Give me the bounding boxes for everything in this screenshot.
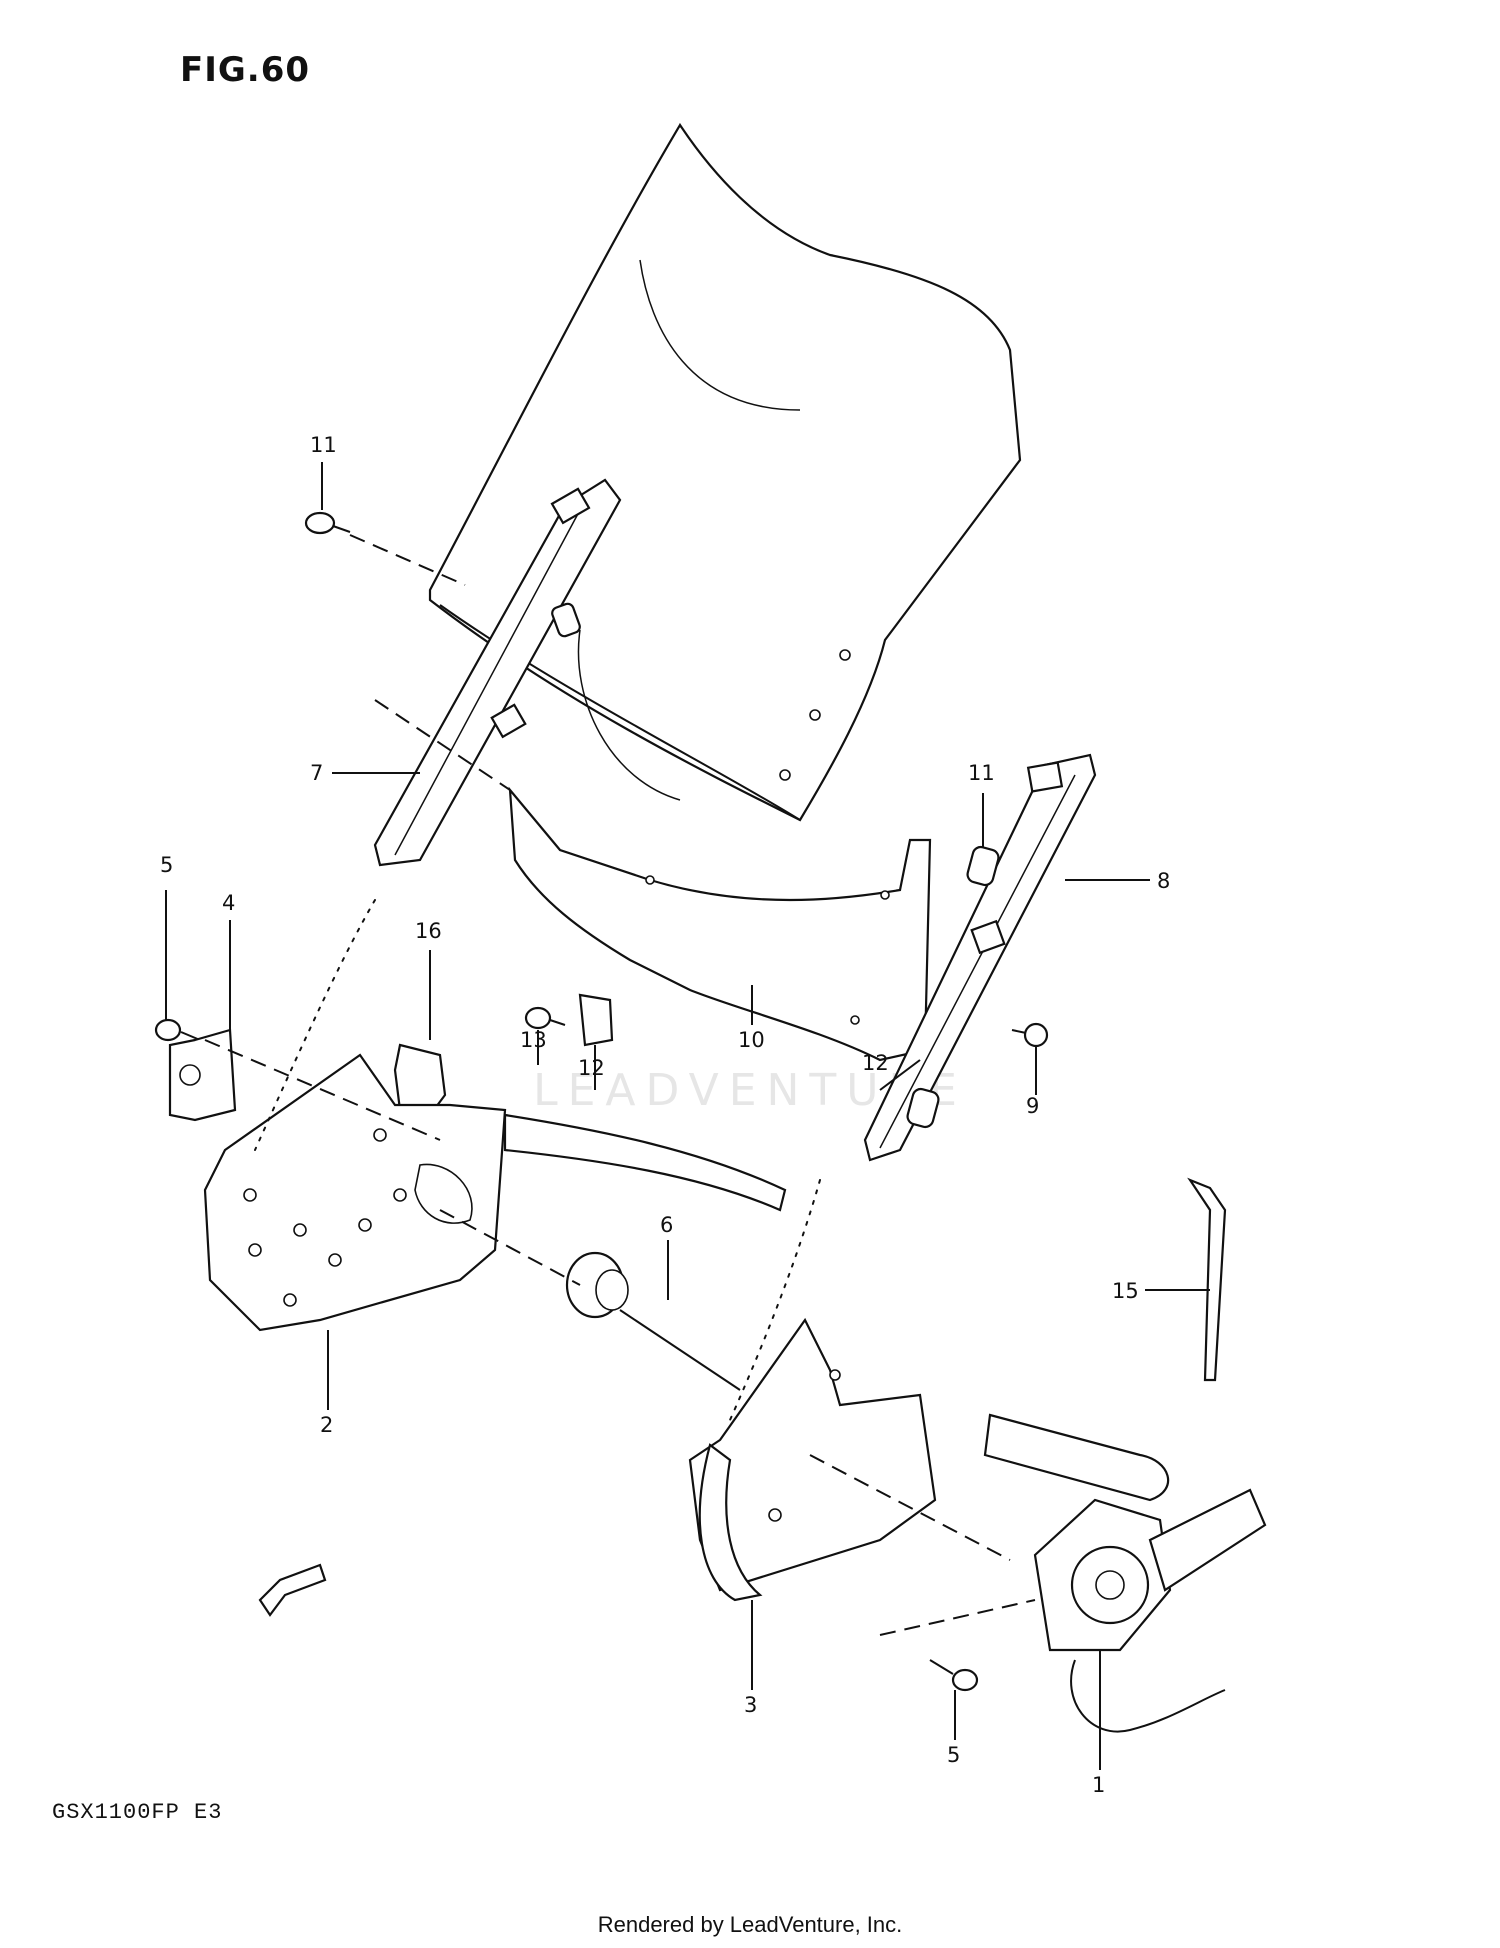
callout-14: 13: [520, 1028, 547, 1052]
callout-11: 11: [310, 433, 337, 457]
callout-5: 5: [160, 853, 173, 877]
callout-12-lower: 12: [862, 1051, 889, 1075]
callout-3: 3: [744, 1693, 757, 1717]
cable-tie: [1187, 1177, 1227, 1382]
callout-1: 1: [1092, 1773, 1105, 1797]
motor-assembly: [1033, 1488, 1267, 1733]
drive-shaft: [503, 1113, 787, 1391]
left-bracket-plate: [203, 1053, 507, 1332]
fwd-arrow: FWD: [258, 1563, 327, 1617]
callout-15: 15: [1112, 1279, 1139, 1303]
callout-16: 16: [415, 919, 442, 943]
model-code: GSX1100FP E3: [52, 1800, 223, 1825]
screws: [154, 511, 1049, 1692]
chains: [254, 899, 821, 1421]
grommets: [906, 845, 1000, 1129]
mount-brackets: [168, 1028, 447, 1122]
callout-13: 12: [578, 1056, 605, 1080]
callout-4: 4: [222, 891, 235, 915]
callout-5-lower: 5: [947, 1743, 960, 1767]
right-rail: [863, 753, 1097, 1162]
clip: [578, 993, 614, 1047]
callouts: 11 7 5 4 16 13 12 10 11 12 8 9 15 6 2 3 …: [160, 433, 1170, 1797]
callout-10: 10: [738, 1028, 765, 1052]
leader-lines: [165, 462, 1210, 1770]
callout-7: 7: [310, 761, 323, 785]
callout-6: 6: [660, 1213, 673, 1237]
dashed-guides: [204, 534, 1036, 1636]
right-bracket: [688, 1317, 1170, 1602]
callout-2: 2: [320, 1413, 333, 1437]
callout-8: 8: [1157, 869, 1170, 893]
callout-12-upper: 11: [968, 761, 995, 785]
windscreen-bracket: [508, 629, 932, 1062]
figure-title: FIG.60: [180, 50, 311, 90]
left-rail: [373, 478, 622, 867]
callout-9: 9: [1026, 1094, 1039, 1118]
footer-credit: Rendered by LeadVenture, Inc.: [597, 1912, 903, 1937]
